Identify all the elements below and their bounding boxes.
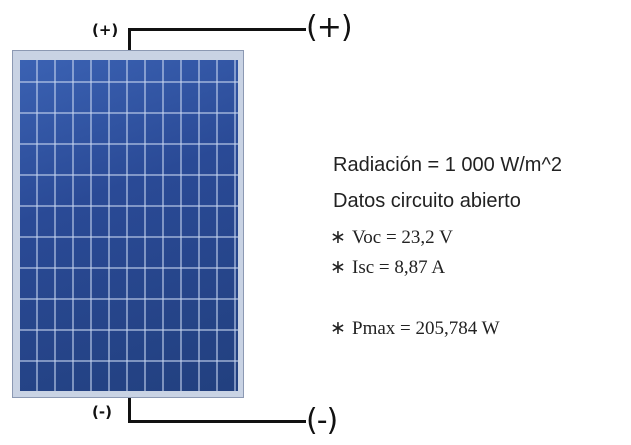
isc-item: ∗ Isc = 8,87 A — [330, 256, 445, 279]
pmax-item: ∗ Pmax = 205,784 W — [330, 317, 500, 340]
negative-terminal-output: (-) — [306, 403, 338, 438]
voc-value: Voc = 23,2 V — [352, 227, 453, 248]
solar-panel — [12, 50, 244, 398]
positive-wire-vertical — [128, 28, 131, 52]
isc-value: Isc = 8,87 A — [352, 257, 446, 278]
negative-wire-horizontal — [128, 420, 306, 423]
negative-terminal-label: (-) — [92, 403, 112, 421]
open-circuit-header: Datos circuito abierto — [333, 190, 521, 212]
voc-item: ∗ Voc = 23,2 V — [330, 226, 453, 249]
radiation-text: Radiación = 1 000 W/m^2 — [333, 154, 562, 176]
positive-wire-horizontal — [128, 28, 306, 31]
positive-terminal-output: (+) — [306, 10, 353, 45]
positive-terminal-label: (+) — [92, 21, 119, 39]
voc-bullet: ∗ — [330, 227, 346, 248]
pmax-bullet: ∗ — [330, 318, 346, 339]
solar-cells-grid — [20, 60, 238, 391]
isc-bullet: ∗ — [330, 257, 346, 278]
pmax-value: Pmax = 205,784 W — [352, 318, 500, 339]
negative-wire-vertical — [128, 398, 131, 422]
